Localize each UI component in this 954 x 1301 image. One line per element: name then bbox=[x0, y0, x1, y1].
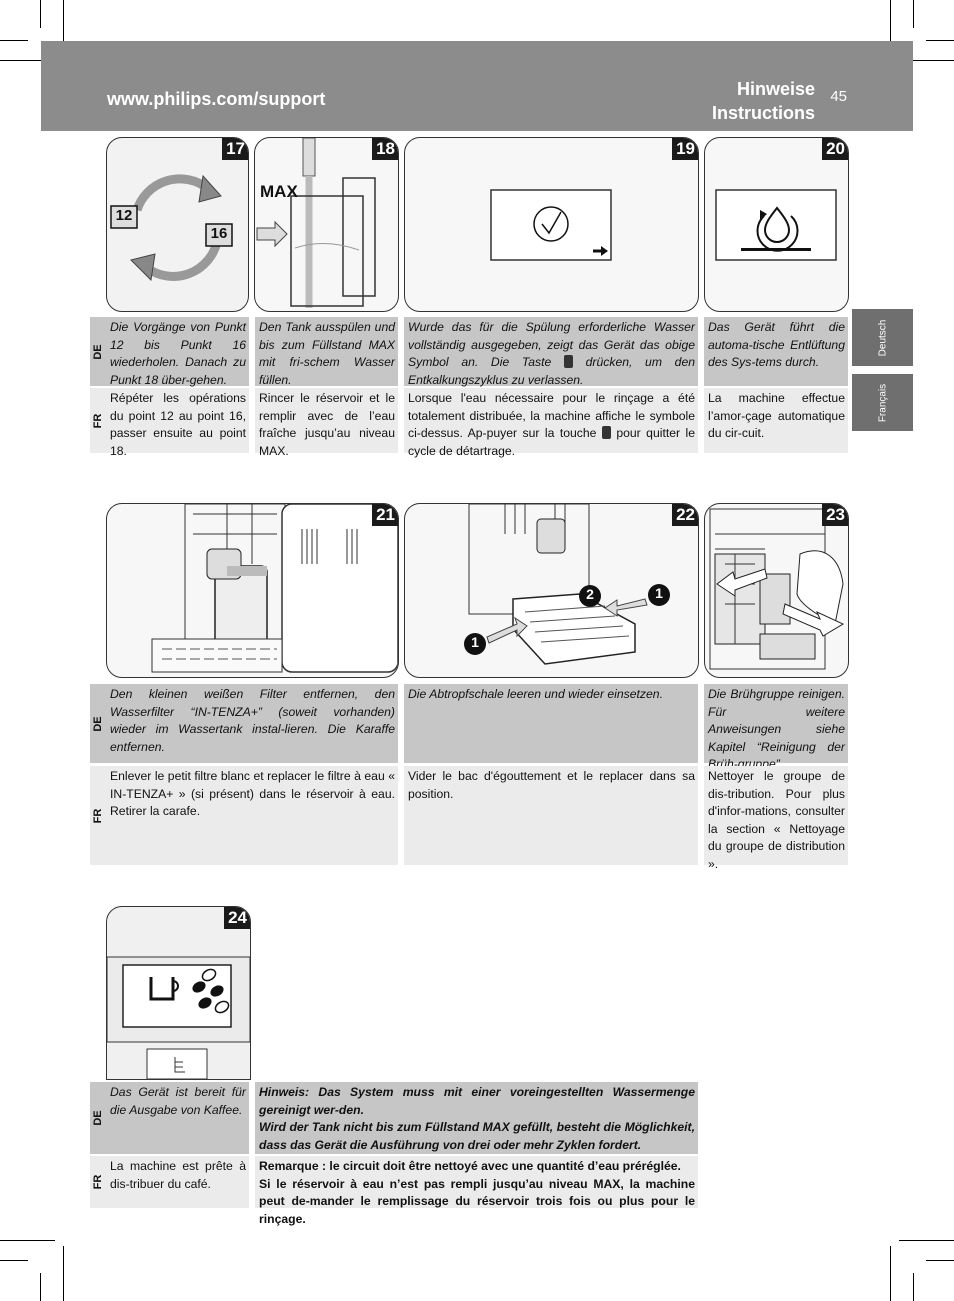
lang-code-de: DE bbox=[90, 684, 106, 763]
arrow-right-icon bbox=[593, 246, 608, 256]
menu-button-icon bbox=[146, 1048, 208, 1079]
lang-code-fr: FR bbox=[90, 388, 106, 453]
display-screen bbox=[490, 189, 612, 261]
caption-23-de: Die Brühgruppe reinigen. Für weitere Anw… bbox=[704, 684, 848, 771]
note-fr: Remarque : le circuit doit être nettoyé … bbox=[255, 1156, 698, 1226]
menu-button-icon bbox=[563, 355, 573, 368]
caption-23-fr: Nettoyer le groupe de dis-tribution. Pou… bbox=[704, 766, 848, 871]
caption-22-fr: Vider le bac d'égouttement et le replace… bbox=[404, 766, 698, 865]
crop-mark bbox=[0, 1260, 28, 1261]
crop-mark bbox=[926, 1260, 954, 1261]
crop-mark bbox=[63, 1246, 64, 1301]
side-tab-francais[interactable]: Français bbox=[852, 374, 913, 431]
caption-18-de: Den Tank ausspülen und bis zum Füllstand… bbox=[255, 317, 398, 387]
crop-mark bbox=[926, 40, 954, 41]
caption-18-fr: Rincer le réservoir et le remplir avec d… bbox=[255, 388, 398, 458]
title-en: Instructions bbox=[711, 103, 815, 123]
figure-19: 19 bbox=[404, 137, 699, 312]
title-de: Hinweise bbox=[736, 79, 815, 99]
figure-number: 17 bbox=[222, 138, 248, 160]
caption-20-fr: La machine effectue l’amor-çage automati… bbox=[704, 388, 848, 453]
figure-17: 12 16 17 bbox=[106, 137, 249, 312]
callout-1: 1 bbox=[471, 634, 479, 650]
crop-mark bbox=[890, 0, 891, 55]
page-header: www.philips.com/support Hinweise Instruc… bbox=[41, 41, 913, 131]
menu-button-icon bbox=[601, 426, 611, 439]
crop-mark bbox=[0, 60, 55, 61]
support-url[interactable]: www.philips.com/support bbox=[107, 89, 326, 109]
caption-19-fr: Lorsque l'eau nécessaire pour le rinçage… bbox=[404, 388, 698, 458]
figure-number: 20 bbox=[822, 138, 848, 160]
check-icon bbox=[533, 206, 569, 242]
figure-number: 22 bbox=[672, 504, 698, 526]
figure-22: 1 1 2 22 bbox=[404, 503, 699, 678]
rotation-arrows-icon bbox=[110, 174, 233, 282]
callout-2: 2 bbox=[586, 586, 594, 602]
figure-number: 21 bbox=[372, 504, 398, 526]
caption-24-de: Das Gerät ist bereit für die Ausgabe von… bbox=[106, 1082, 249, 1154]
cup-icon bbox=[149, 977, 179, 1001]
display-screen bbox=[715, 189, 837, 261]
drip-tray-illustration bbox=[464, 504, 670, 665]
caption-17-fr: Répéter les opérations du point 12 au po… bbox=[106, 388, 249, 458]
progress-bar bbox=[741, 248, 811, 251]
figure-number: 24 bbox=[224, 907, 250, 929]
max-label: MAX bbox=[260, 182, 298, 201]
lang-code-de: DE bbox=[90, 317, 106, 386]
caption-24-fr: La machine est prête à dis-tribuer du ca… bbox=[106, 1156, 249, 1208]
figure-number: 19 bbox=[672, 138, 698, 160]
brew-group-illustration bbox=[709, 508, 845, 670]
caption-21-de: Den kleinen weißen Filter entfernen, den… bbox=[106, 684, 398, 763]
caption-20-de: Das Gerät führt die automa-tische Entlüf… bbox=[704, 317, 848, 386]
coffee-machine-illustration bbox=[151, 504, 398, 673]
step-label-12: 12 bbox=[115, 207, 133, 224]
caption-21-fr: Enlever le petit filtre blanc et replace… bbox=[106, 766, 398, 865]
coffee-beans-icon bbox=[192, 968, 230, 1014]
crop-mark bbox=[0, 40, 28, 41]
crop-mark bbox=[40, 0, 41, 28]
figure-number: 18 bbox=[372, 138, 398, 160]
crop-mark bbox=[0, 1240, 55, 1241]
figure-24: 24 bbox=[106, 906, 251, 1080]
lang-code-fr: FR bbox=[90, 766, 106, 865]
note-de: Hinweis: Das System muss mit einer vorei… bbox=[255, 1082, 698, 1154]
callout-1: 1 bbox=[655, 585, 663, 601]
water-tank-illustration bbox=[256, 138, 376, 308]
figure-20: 20 bbox=[704, 137, 849, 312]
figure-23: 23 bbox=[704, 503, 849, 678]
figure-18: MAX 18 bbox=[254, 137, 399, 312]
crop-mark bbox=[899, 60, 954, 61]
ready-display bbox=[107, 956, 250, 1079]
lang-code-fr: FR bbox=[90, 1156, 106, 1208]
caption-19-de: Wurde das für die Spülung erforderliche … bbox=[404, 317, 698, 387]
step-label-16: 16 bbox=[210, 225, 228, 242]
figure-number: 23 bbox=[822, 504, 848, 526]
crop-mark bbox=[890, 1246, 891, 1301]
crop-mark bbox=[40, 1273, 41, 1301]
crop-mark bbox=[913, 0, 914, 28]
figure-21: 21 bbox=[106, 503, 399, 678]
lang-code-de: DE bbox=[90, 1082, 106, 1154]
page-title: Hinweise Instructions bbox=[712, 77, 815, 125]
side-tab-deutsch[interactable]: Deutsch bbox=[852, 309, 913, 366]
caption-17-de: Die Vorgänge von Punkt 12 bis Punkt 16 w… bbox=[106, 317, 249, 387]
crop-mark bbox=[913, 1273, 914, 1301]
crop-mark bbox=[899, 1240, 954, 1241]
crop-mark bbox=[63, 0, 64, 55]
caption-22-de: Die Abtropfschale leeren und wieder eins… bbox=[404, 684, 698, 763]
page-number: 45 bbox=[830, 88, 847, 105]
